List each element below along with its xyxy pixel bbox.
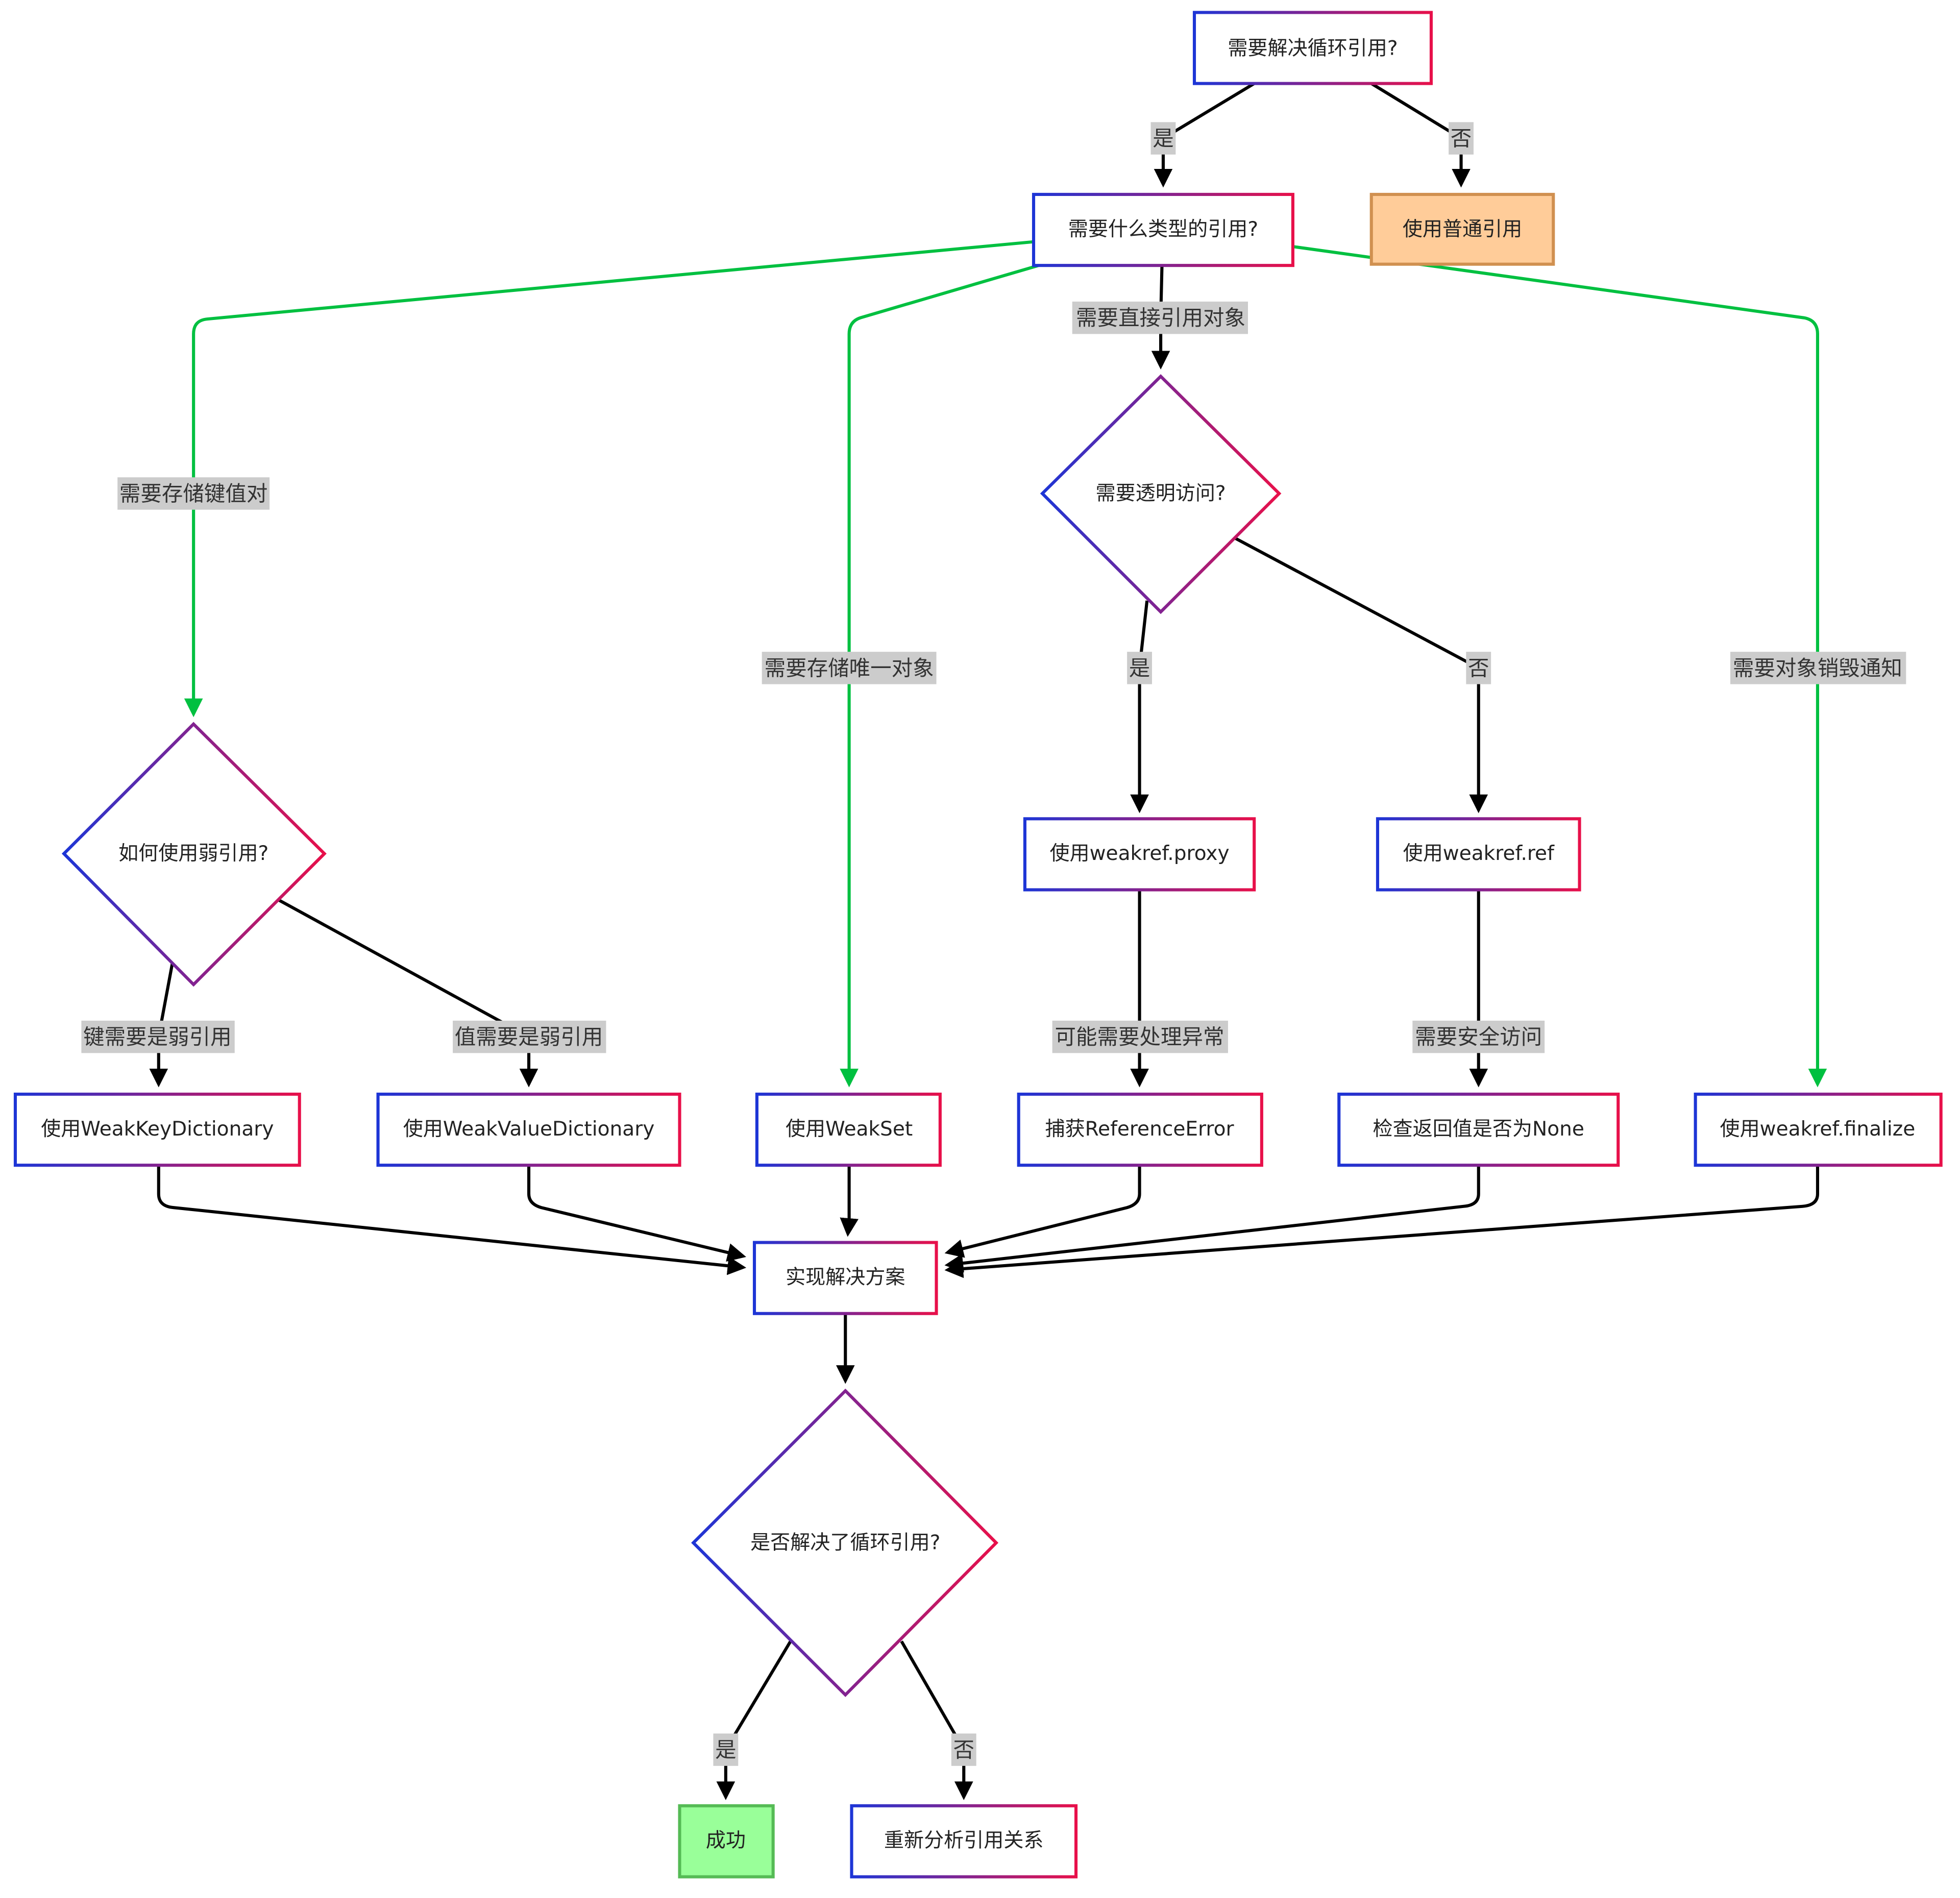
svg-text:成功: 成功 [706, 1829, 746, 1852]
svg-text:需要解决循环引用?: 需要解决循环引用? [1228, 37, 1398, 60]
node-catch-reference-error: 捕获ReferenceError [1017, 1092, 1263, 1167]
label-store-unique: 需要存储唯一对象 [762, 652, 937, 684]
node-q-circular: 需要解决循环引用? [1192, 11, 1433, 85]
edge-transparent-to-ref [1235, 537, 1488, 814]
svg-text:使用weakref.finalize: 使用weakref.finalize [1720, 1118, 1916, 1141]
node-q-solved: 是否解决了循环引用? [691, 1388, 999, 1697]
svg-text:需要什么类型的引用?: 需要什么类型的引用? [1068, 218, 1258, 241]
nodes: 需要解决循环引用? 使用普通引用 需要什么类型的引用? 需要透明访问? 如何使用… [13, 11, 1943, 1879]
svg-text:使用WeakKeyDictionary: 使用WeakKeyDictionary [41, 1118, 274, 1141]
node-use-weakkeydict: 使用WeakKeyDictionary [13, 1092, 301, 1167]
label-no-2: 否 [1466, 652, 1491, 684]
node-use-finalize: 使用weakref.finalize [1694, 1092, 1943, 1167]
svg-text:使用WeakSet: 使用WeakSet [786, 1118, 913, 1141]
node-use-plain-ref: 使用普通引用 [1369, 192, 1555, 266]
edge-weakvaluedict-to-implement [527, 1165, 746, 1262]
svg-text:可能需要处理异常: 可能需要处理异常 [1055, 1024, 1224, 1049]
svg-text:检查返回值是否为None: 检查返回值是否为None [1373, 1118, 1584, 1141]
edge-catch-to-implement [944, 1165, 1141, 1258]
svg-text:实现解决方案: 实现解决方案 [786, 1266, 905, 1289]
svg-text:如何使用弱引用?: 如何使用弱引用? [118, 842, 268, 865]
node-use-weakset: 使用WeakSet [755, 1092, 942, 1167]
label-store-kv: 需要存储键值对 [117, 477, 270, 510]
edge-weakset-to-implement [840, 1165, 859, 1237]
svg-text:捕获ReferenceError: 捕获ReferenceError [1045, 1118, 1235, 1141]
edge-weakkeydict-to-implement [157, 1165, 747, 1275]
svg-text:需要安全访问: 需要安全访问 [1415, 1024, 1542, 1049]
edge-solved-to-reanalyze [900, 1640, 973, 1801]
edge-labels: 是 否 需要直接引用对象 需要存储键值对 需要存储唯一对象 需要对象销毁通知 是… [81, 122, 1906, 1766]
label-safe-access: 需要安全访问 [1412, 1020, 1545, 1053]
svg-text:是: 是 [1129, 655, 1150, 680]
svg-text:否: 否 [1468, 655, 1489, 680]
edge-finalize-to-implement [944, 1165, 1820, 1278]
node-implement: 实现解决方案 [752, 1241, 938, 1315]
label-yes-2: 是 [1127, 652, 1152, 684]
svg-text:否: 否 [953, 1737, 974, 1762]
svg-text:否: 否 [1451, 126, 1472, 151]
node-q-ref-type: 需要什么类型的引用? [1032, 192, 1294, 267]
node-use-weakvaluedict: 使用WeakValueDictionary [376, 1092, 681, 1167]
label-direct-ref: 需要直接引用对象 [1072, 301, 1248, 334]
node-reanalyze: 重新分析引用关系 [850, 1804, 1078, 1879]
svg-text:使用普通引用: 使用普通引用 [1403, 218, 1522, 241]
svg-text:是: 是 [715, 1737, 737, 1762]
node-check-none: 检查返回值是否为None [1337, 1092, 1620, 1167]
node-q-how-weak: 如何使用弱引用? [61, 722, 327, 987]
edge-howweak-to-weakvaluedict [277, 898, 538, 1088]
svg-text:需要存储唯一对象: 需要存储唯一对象 [765, 655, 934, 680]
edge-reftype-to-finalize [1293, 245, 1827, 1088]
svg-text:重新分析引用关系: 重新分析引用关系 [884, 1829, 1044, 1852]
edge-reftype-to-howweak [184, 240, 1034, 718]
node-use-proxy: 使用weakref.proxy [1023, 817, 1256, 892]
svg-text:键需要是弱引用: 键需要是弱引用 [83, 1024, 232, 1049]
edge-transparent-to-proxy [1130, 600, 1149, 814]
label-key-weak: 键需要是弱引用 [81, 1020, 235, 1053]
svg-text:需要对象销毁通知: 需要对象销毁通知 [1733, 655, 1902, 680]
label-yes-3: 是 [713, 1733, 739, 1766]
svg-text:需要直接引用对象: 需要直接引用对象 [1076, 305, 1245, 330]
node-use-ref: 使用weakref.ref [1376, 817, 1581, 892]
edge-circular-to-reftype [1154, 82, 1255, 188]
node-success: 成功 [678, 1804, 775, 1879]
diagram: 是 否 需要直接引用对象 需要存储键值对 需要存储唯一对象 需要对象销毁通知 是… [13, 11, 1943, 1879]
edge-check-to-implement [944, 1165, 1480, 1273]
edge-solved-to-success [716, 1640, 792, 1801]
label-yes-1: 是 [1150, 122, 1176, 155]
svg-text:需要透明访问?: 需要透明访问? [1096, 482, 1226, 505]
svg-text:使用weakref.proxy: 使用weakref.proxy [1049, 842, 1229, 865]
edges [149, 82, 1827, 1801]
label-no-3: 否 [951, 1733, 976, 1766]
edge-reftype-to-weakset [840, 264, 1039, 1088]
label-destroy-notify: 需要对象销毁通知 [1730, 652, 1906, 684]
label-no-1: 否 [1449, 122, 1474, 155]
svg-text:值需要是弱引用: 值需要是弱引用 [455, 1024, 603, 1049]
svg-text:使用WeakValueDictionary: 使用WeakValueDictionary [403, 1118, 655, 1141]
svg-text:是否解决了循环引用?: 是否解决了循环引用? [750, 1532, 940, 1555]
svg-text:使用weakref.ref: 使用weakref.ref [1403, 842, 1555, 865]
svg-text:是: 是 [1153, 126, 1174, 151]
svg-text:需要存储键值对: 需要存储键值对 [119, 481, 268, 506]
label-may-handle-exception: 可能需要处理异常 [1052, 1020, 1228, 1053]
label-value-weak: 值需要是弱引用 [453, 1020, 606, 1053]
edge-circular-to-plain [1370, 82, 1471, 188]
node-q-transparent: 需要透明访问? [1040, 374, 1282, 614]
